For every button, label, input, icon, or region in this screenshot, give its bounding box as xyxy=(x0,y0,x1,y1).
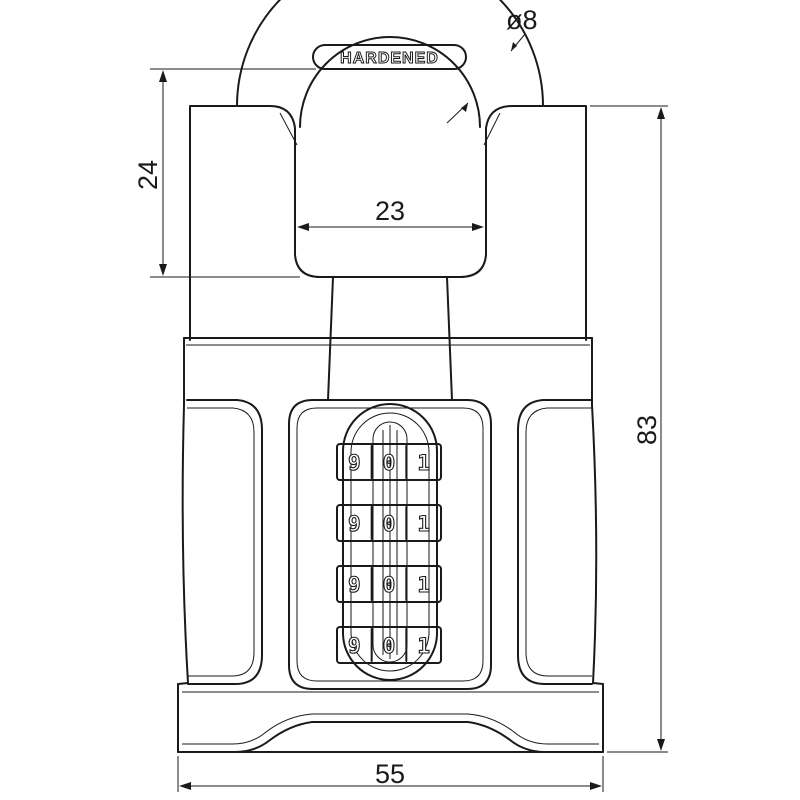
wheel-digit: 9 xyxy=(348,634,361,658)
dimension-label-inner-width: 23 xyxy=(375,196,405,226)
wheel-frame xyxy=(336,626,442,664)
dimension-label-clearance: 24 xyxy=(133,160,163,190)
wheel-digit: 9 xyxy=(348,451,361,475)
dimension-inner-width: 23 xyxy=(297,196,484,231)
wheel-digit: 0 xyxy=(383,512,396,536)
dimension-label-body-width: 55 xyxy=(375,759,405,789)
dimension-body-width: 55 xyxy=(177,756,604,792)
hardened-stamp: HARDENED xyxy=(312,44,467,70)
dimension-diameter: ø8 xyxy=(446,5,538,124)
shackle: HARDENED xyxy=(236,0,544,128)
wheel-frame xyxy=(336,443,442,481)
wheel-frame xyxy=(336,565,442,603)
dimension-label-diameter: ø8 xyxy=(506,5,538,35)
wheel-frame xyxy=(336,504,442,542)
wheel-digit: 0 xyxy=(383,451,396,475)
wheel-digit: 0 xyxy=(383,573,396,597)
shackle-neck xyxy=(327,276,453,401)
wheel-digit: 9 xyxy=(348,512,361,536)
wheel-digit: 1 xyxy=(417,634,430,658)
dimension-label-overall-height: 83 xyxy=(632,415,662,445)
dimension-overall-height: 83 xyxy=(590,105,668,753)
lock-shroud xyxy=(183,105,593,346)
wheel-digit: 0 xyxy=(383,634,396,658)
wheel-digit: 1 xyxy=(417,573,430,597)
wheel-digit: 9 xyxy=(348,573,361,597)
hardened-label: HARDENED xyxy=(340,50,439,67)
lock-body xyxy=(177,337,604,753)
dimension-clearance: 24 xyxy=(133,68,316,278)
wheel-digit: 1 xyxy=(417,451,430,475)
wheel-digit: 1 xyxy=(417,512,430,536)
